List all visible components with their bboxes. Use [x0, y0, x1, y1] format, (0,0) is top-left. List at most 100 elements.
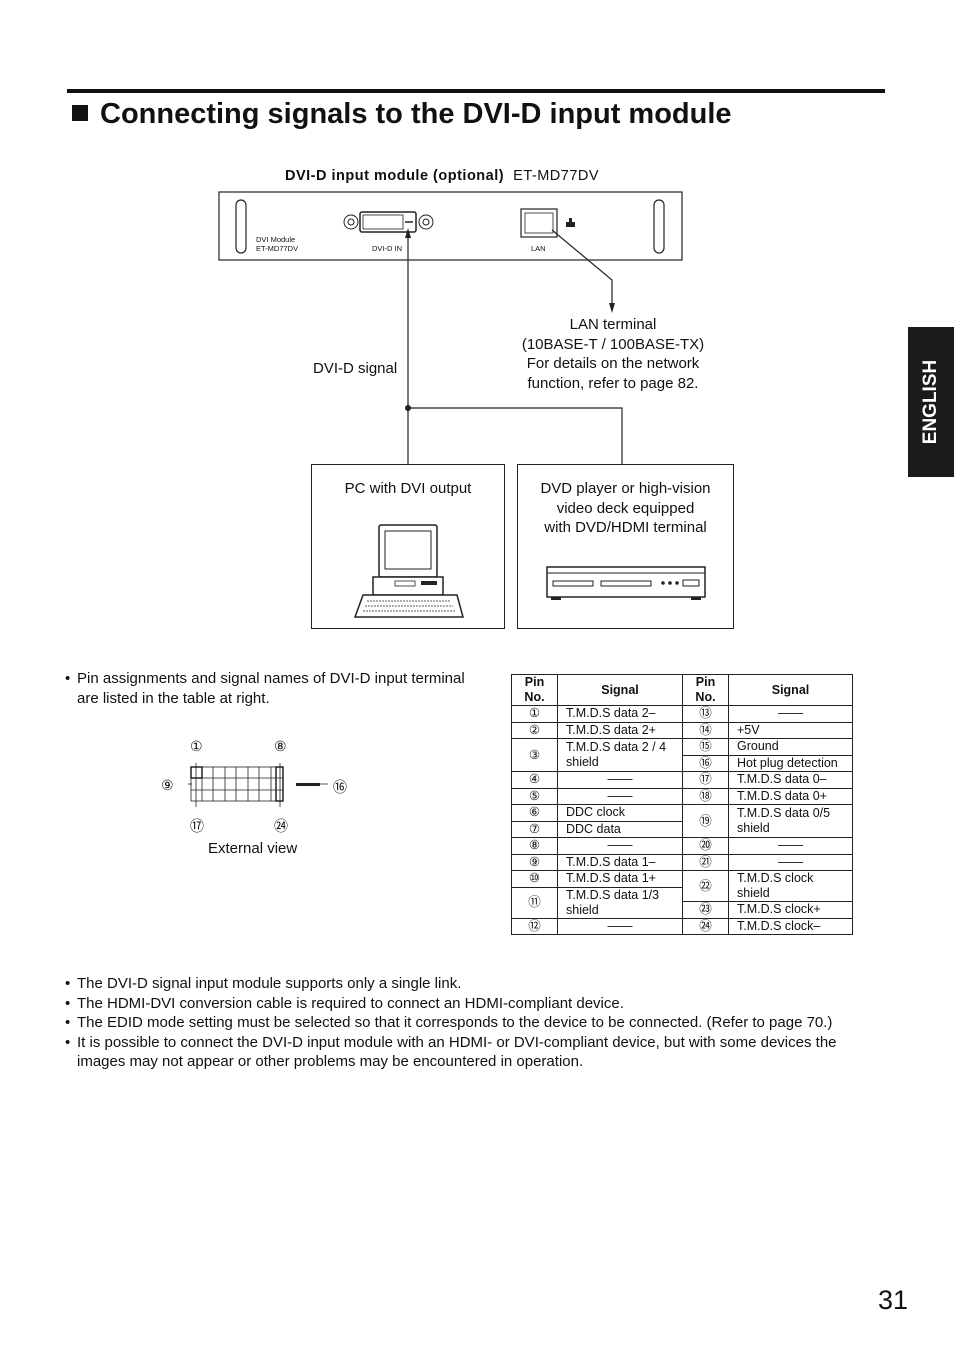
table-header: Pin No.: [682, 674, 729, 706]
connector-blade: [296, 783, 320, 786]
signal-cell: ——: [557, 787, 683, 805]
page-title-text: Connecting signals to the DVI-D input mo…: [100, 98, 732, 130]
note-text: It is possible to connect the DVI-D inpu…: [77, 1033, 837, 1071]
signal-cell: ——: [728, 837, 853, 855]
branch-line: [408, 407, 623, 465]
table-row: ⑨ T.M.D.S data 1– ㉑ ——: [511, 853, 853, 871]
connector-pin-8-label: ⑧: [274, 738, 287, 754]
table-row: ⑦ DDC data: [511, 820, 853, 838]
pin-cell: ⑨: [511, 853, 558, 871]
dvi-signal-label: DVI-D signal: [313, 360, 398, 377]
dvd-player-icon: [546, 566, 706, 600]
panel-name: DVI Module: [256, 235, 296, 244]
lan-terminal-line: For details on the network: [526, 355, 700, 372]
connector-pin-1-label: ①: [190, 738, 203, 754]
signal-cell: T.M.D.S data 2 / 4 shield: [557, 738, 683, 772]
pin-intro-text: Pin assignments and signal names of DVI-…: [77, 670, 465, 707]
dvi-arrow-icon: [405, 228, 411, 238]
pin-cell: ⑯: [682, 754, 729, 772]
dvi-connector-icon: [188, 763, 328, 807]
signal-cell: ——: [728, 705, 853, 723]
note-item: • The EDID mode setting must be selected …: [65, 1013, 865, 1033]
pin-cell: ㉒: [682, 870, 729, 902]
bullet: •: [65, 1014, 71, 1031]
signal-cell: T.M.D.S data 1/3 shield: [557, 886, 683, 919]
note-text: The HDMI-DVI conversion cable is require…: [77, 994, 624, 1012]
bullet: •: [65, 1033, 71, 1051]
note-text: The DVI-D signal input module supports o…: [77, 975, 462, 992]
signal-cell: T.M.D.S data 0+: [728, 787, 853, 805]
pin-cell: ⑤: [511, 787, 558, 805]
note-item: • The HDMI-DVI conversion cable is requir…: [65, 994, 865, 1014]
pin-cell: ⑫: [511, 917, 558, 935]
pin-cell: ㉑: [682, 853, 729, 871]
dvd-box-line: with DVD/HDMI terminal: [544, 519, 707, 536]
signal-cell: ——: [557, 771, 683, 789]
lan-port-label: LAN: [531, 244, 546, 253]
signal-cell: T.M.D.S data 0/5 shield: [728, 804, 853, 838]
pin-cell: ⑩: [511, 870, 558, 888]
dvi-port-icon: [343, 211, 434, 233]
pin-cell: ⑧: [511, 837, 558, 855]
note-item: • The DVI-D signal input module supports …: [65, 974, 865, 994]
connector-pin-9-label: ⑨: [161, 777, 174, 793]
signal-cell: T.M.D.S clock–: [728, 917, 853, 935]
dvd-box-line: video deck equipped: [556, 499, 695, 517]
signal-cell: DDC data: [557, 820, 683, 838]
module-panel: [218, 191, 683, 261]
signal-cell: T.M.D.S data 2–: [557, 705, 683, 723]
signal-cell: T.M.D.S data 1+: [557, 870, 683, 888]
signal-cell: T.M.D.S clock+: [728, 901, 853, 919]
connector-pin-16-label: ⑯: [333, 779, 347, 795]
bullet: •: [65, 670, 71, 687]
module-caption-model: ET-MD77DV: [513, 168, 600, 184]
pin-cell: ⑦: [511, 820, 558, 838]
lan-line: [551, 229, 613, 310]
signal-cell: T.M.D.S clock shield: [728, 870, 853, 902]
bullet: •: [65, 994, 71, 1012]
connector-pin-24-label: ㉔: [274, 818, 288, 834]
table-row: ⑪ T.M.D.S data 1/3 shield: [511, 886, 853, 919]
dvd-box: DVD player or high-vision video deck equ…: [517, 464, 734, 629]
bullet: •: [65, 975, 71, 992]
module-caption-name: DVI-D input module (optional): [285, 168, 505, 184]
lan-terminal-line: (10BASE-T / 100BASE-TX): [521, 335, 705, 353]
square-bullet-icon: [72, 105, 88, 121]
table-header-row: Pin No. Signal Pin No. Signal: [511, 674, 853, 706]
note-item: • It is possible to connect the DVI-D inp…: [65, 1033, 865, 1072]
lan-terminal-label: LAN terminal (10BASE-T / 100BASE-TX) For…: [500, 315, 726, 393]
external-view-caption: External view: [208, 840, 298, 857]
pin-cell: ①: [511, 705, 558, 723]
table-row: ⑤ —— ⑱ T.M.D.S data 0+: [511, 787, 853, 805]
pin-cell: ②: [511, 721, 558, 739]
signal-cell: ——: [728, 853, 853, 871]
connection-diagram: [218, 191, 683, 465]
pin-cell: ⑭: [682, 721, 729, 739]
pin-cell: ⑱: [682, 787, 729, 805]
signal-cell: +5V: [728, 721, 853, 739]
table-row: ⑫ —— ㉔ T.M.D.S clock–: [511, 917, 853, 935]
page-title: Connecting signals to the DVI-D input mo…: [72, 98, 732, 131]
computer-icon: [353, 524, 464, 618]
note-text: The EDID mode setting must be selected s…: [77, 1014, 833, 1031]
lan-terminal-line: LAN terminal: [569, 316, 657, 333]
dvd-box-line: DVD player or high-vision: [540, 480, 711, 497]
dvd-box-label: DVD player or high-vision video deck equ…: [518, 479, 733, 538]
table-row: ④ —— ⑰ T.M.D.S data 0–: [511, 771, 853, 789]
table-header: Signal: [728, 674, 853, 706]
language-tab: ENGLISH: [908, 327, 954, 477]
signal-cell: ——: [557, 837, 683, 855]
table-header: Signal: [557, 674, 683, 706]
signal-cell: Hot plug detection: [728, 754, 853, 772]
notes-list: • The DVI-D signal input module supports …: [65, 974, 865, 1072]
lan-terminal-line: function, refer to page 82.: [527, 374, 699, 392]
panel-handle-right: [653, 199, 665, 254]
table-row: ⑧ —— ⑳ ——: [511, 837, 853, 855]
top-rule: [67, 89, 885, 93]
table-row: ⑯ Hot plug detection: [512, 754, 853, 772]
signal-cell: ——: [557, 917, 683, 935]
table-header: Pin No.: [511, 674, 558, 706]
signal-cell: DDC clock: [557, 804, 683, 822]
dvi-port-label: DVI-D IN: [372, 244, 402, 253]
